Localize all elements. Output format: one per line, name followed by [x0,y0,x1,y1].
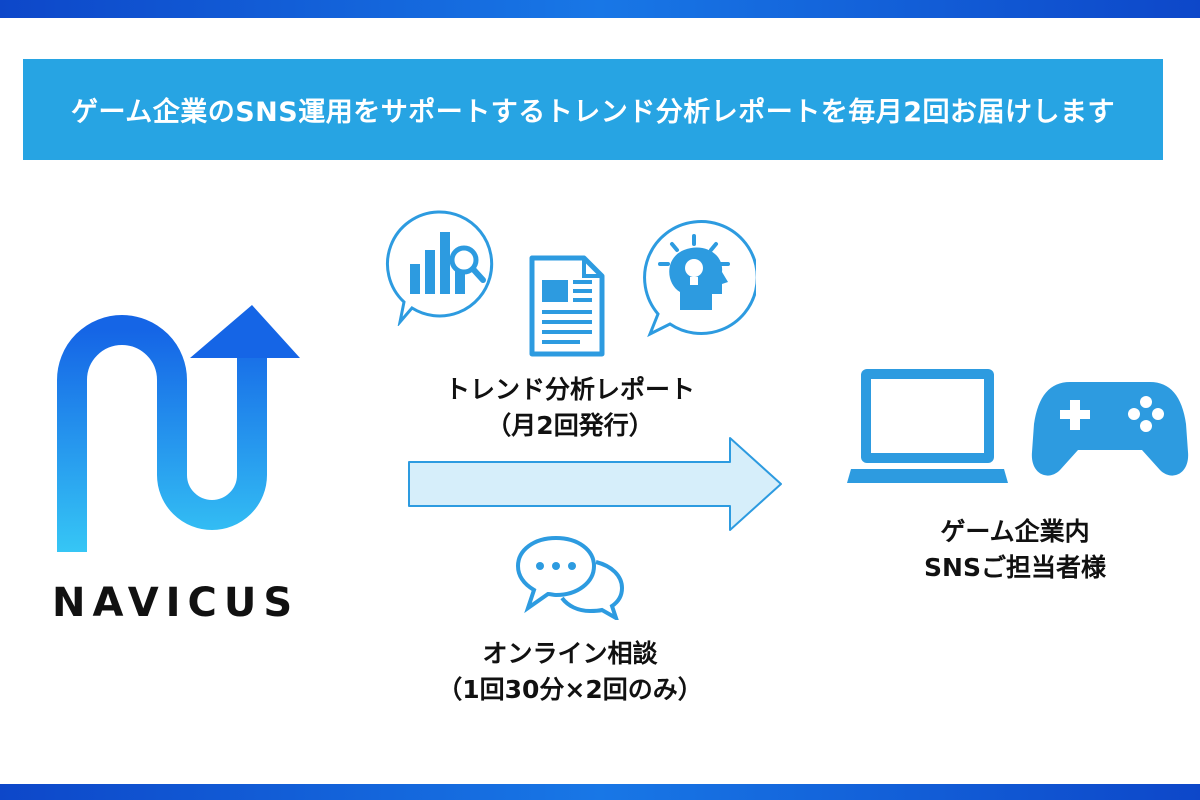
banner-text: ゲーム企業のSNS運用をサポートするトレンド分析レポートを毎月2回お届けします [71,97,1115,128]
flow-arrow [408,437,782,531]
document-icon [529,255,605,357]
target-label: ゲーム企業内 SNSご担当者様 [880,514,1150,586]
header-banner: ゲーム企業のSNS運用をサポートするトレンド分析レポートを毎月2回お届けします [23,59,1163,160]
report-label: トレンド分析レポート （月2回発行） [420,372,720,444]
consult-label: オンライン相談 （1回30分×2回のみ） [420,636,720,708]
lightbulb-head-icon [643,220,756,338]
bottom-accent-bar [0,784,1200,800]
report-title: トレンド分析レポート [444,375,695,404]
gamepad-icon [1031,382,1189,476]
top-accent-bar [0,0,1200,18]
navicus-logo-icon [57,305,300,552]
logo-text: NAVICUS [52,580,300,626]
laptop-icon [847,369,1008,483]
chart-magnifier-icon [386,210,494,326]
chat-bubbles-icon [515,535,625,620]
consult-title: オンライン相談 [482,639,658,668]
target-company: ゲーム企業内 [940,517,1090,546]
target-person: SNSご担当者様 [924,553,1106,582]
report-frequency: （月2回発行） [486,411,654,440]
consult-detail: （1回30分×2回のみ） [437,675,703,704]
